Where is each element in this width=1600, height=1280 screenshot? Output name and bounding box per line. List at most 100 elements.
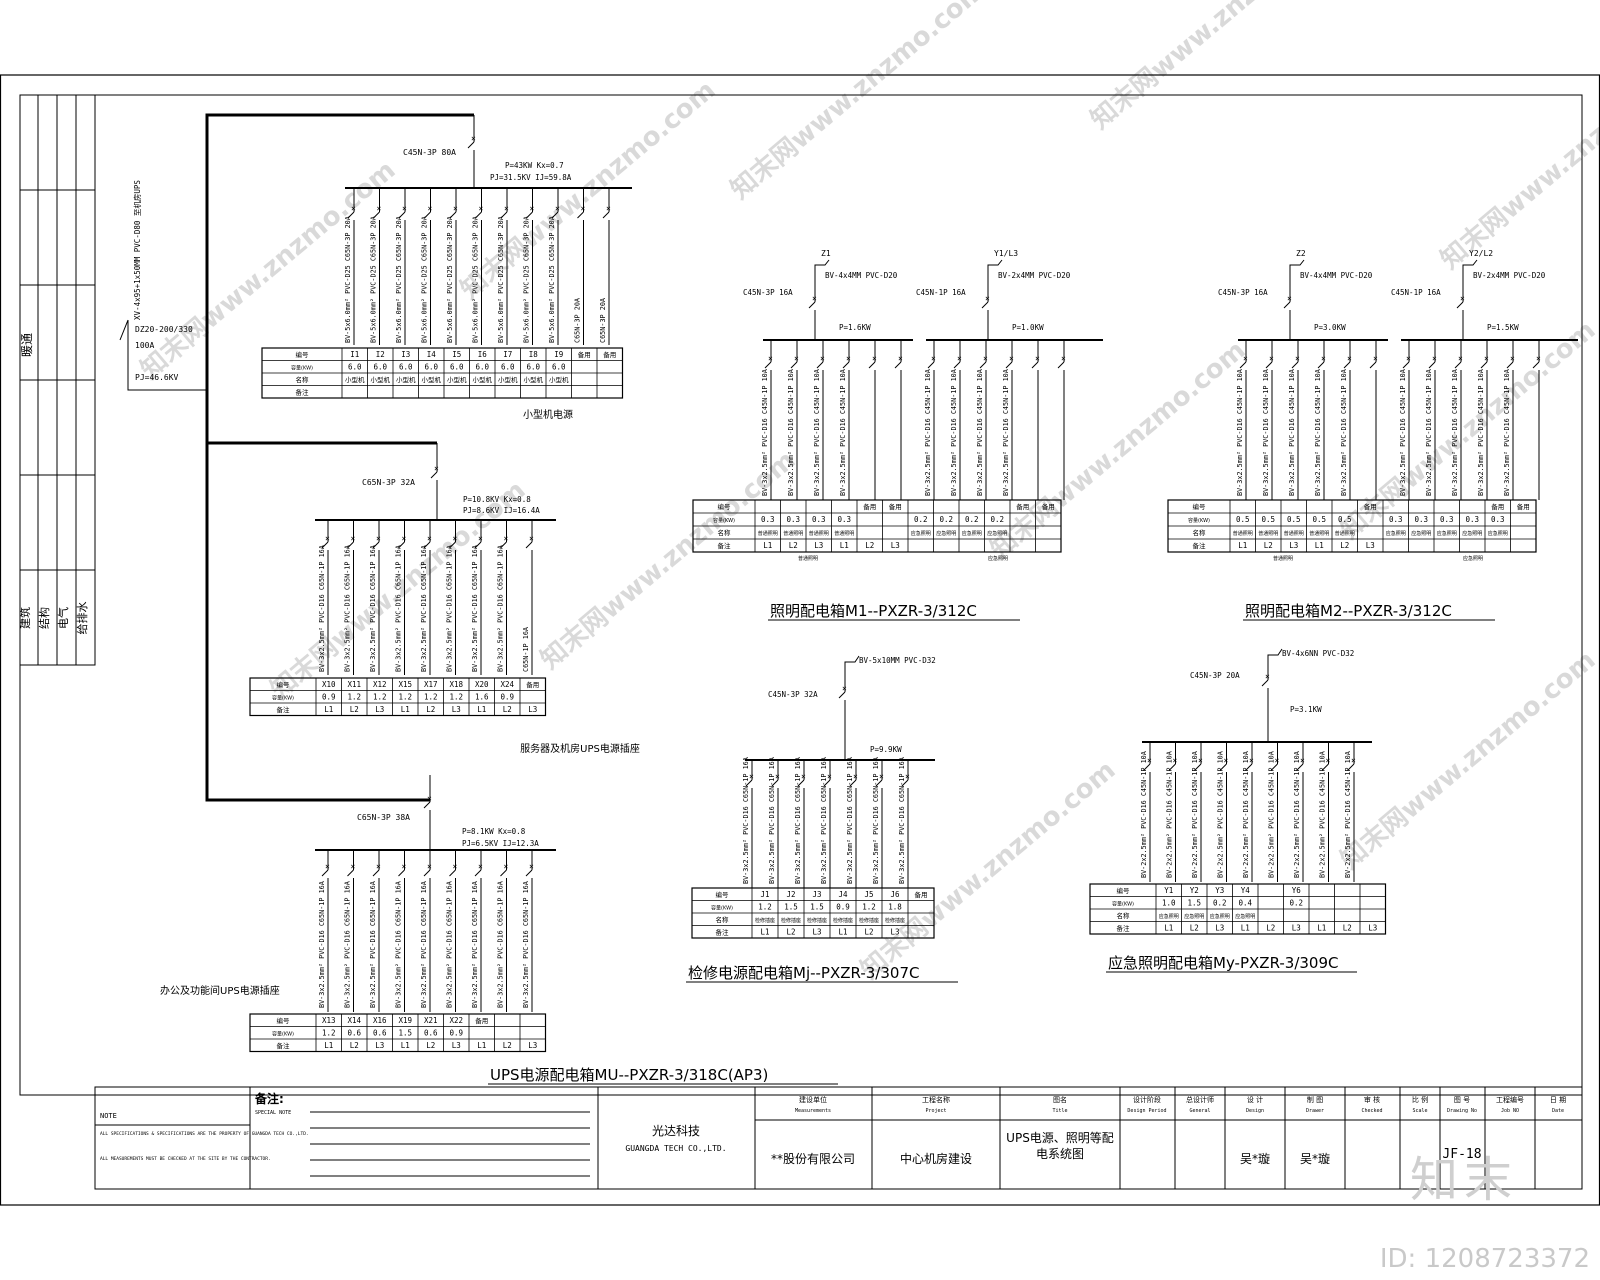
watermark: 知末网www.znzmo.com xyxy=(725,0,991,205)
svg-text:×: × xyxy=(1147,756,1152,765)
branch-cable: BV-5x6.0mm² PVC-D25 C65N-3P 20A xyxy=(497,216,505,343)
branch-cable: BV-3x2.5mm² PVC-D16 C45N-1P 10A xyxy=(1236,369,1244,496)
table-cell: 备用 xyxy=(1517,502,1530,511)
logo: 知末 xyxy=(1410,1152,1519,1208)
svg-text:×: × xyxy=(1265,672,1270,681)
table-cell: 1.8 xyxy=(888,902,902,911)
table-cell: Y1 xyxy=(1164,886,1173,895)
svg-text:×: × xyxy=(504,534,509,543)
main-breaker: C45N-3P 32A xyxy=(768,690,818,699)
remark-label: 备注: xyxy=(254,1091,284,1106)
tb-header: 审 核 xyxy=(1364,1095,1380,1104)
branch-cable: BV-3x2.5mm² PVC-D16 C45N-1P 10A xyxy=(1503,369,1511,496)
svg-text:×: × xyxy=(768,354,773,363)
table-cell: 0.3 xyxy=(1465,515,1479,524)
table-cell: 小型机 xyxy=(396,375,416,384)
branch-cable: BV-3x2.5mm² PVC-D16 C65N-1P 16A xyxy=(318,545,326,672)
svg-text:×: × xyxy=(1249,756,1254,765)
table-cell: X16 xyxy=(373,1016,387,1025)
table-cell: L3 xyxy=(1292,923,1301,932)
branch-cable: BV-3x2.5mm² PVC-D16 C65N-1P 16A xyxy=(395,881,403,1008)
table-cell: 0.9 xyxy=(836,902,850,911)
table-cell: I8 xyxy=(529,350,539,359)
table-cell: J6 xyxy=(890,890,900,899)
table-cell: 6.0 xyxy=(475,362,489,371)
table-cell: X19 xyxy=(398,1016,412,1025)
table-cell: 6.0 xyxy=(552,362,566,371)
table-cell: L2 xyxy=(1264,541,1273,550)
table-cell: 备注 xyxy=(716,927,730,936)
table-cell: 小型机 xyxy=(371,375,391,384)
branch-cable: BV-2x2.5mm² PVC-D16 C45N-1P 10A xyxy=(1217,751,1225,878)
branch-cable: BV-3x2.5mm² PVC-D16 C45N-1P 10A xyxy=(1340,369,1348,496)
table-cell: L1 xyxy=(401,1041,410,1050)
title-block-headers: 建设单位Measurements工程名称Project图名Title设计阶段De… xyxy=(795,1095,1566,1114)
svg-text:×: × xyxy=(325,534,330,543)
table-cell: 0.4 xyxy=(1238,898,1252,907)
table-cell: 普通照明 xyxy=(758,530,778,537)
table-cell: 容量(KW) xyxy=(272,1030,294,1037)
table-cell: J4 xyxy=(838,890,848,899)
table-cell: L3 xyxy=(1215,923,1224,932)
branch-cable: BV-3x2.5mm² PVC-D16 C65N-1P 16A xyxy=(395,545,403,672)
table-cell: 0.9 xyxy=(500,692,514,701)
svg-text:×: × xyxy=(478,862,483,871)
panel-pj: PJ=8.6KV IJ=16.4A xyxy=(463,506,540,515)
branch-cable: BV-3x2.5mm² PVC-D16 C65N-1P 16A xyxy=(522,881,530,1008)
table-cell: 备用 xyxy=(915,890,928,899)
branch-cable: BV-3x2.5mm² PVC-D16 C65N-1P 16A xyxy=(898,757,906,884)
table-cell: 应急照明 xyxy=(1235,913,1255,920)
svg-text:×: × xyxy=(1347,354,1352,363)
svg-text:×: × xyxy=(1243,354,1248,363)
table-cell: 0.5 xyxy=(1236,515,1250,524)
table-cell: 1.2 xyxy=(424,692,438,701)
table-cell: 1.2 xyxy=(347,692,361,701)
table-cell: L3 xyxy=(528,1041,537,1050)
table-cell: Y3 xyxy=(1215,886,1224,895)
table-cell: 1.2 xyxy=(862,902,876,911)
table-cell: 备注 xyxy=(1193,541,1207,550)
branch-cable: BV-3x2.5mm² PVC-D16 C65N-1P 16A xyxy=(344,881,352,1008)
note-label: NOTE xyxy=(100,1112,117,1120)
svg-text:×: × xyxy=(555,204,560,213)
svg-text:×: × xyxy=(504,204,509,213)
branch-cable: BV-3x2.5mm² PVC-D16 C65N-1P 16A xyxy=(471,545,479,672)
svg-text:×: × xyxy=(581,204,586,213)
svg-text:×: × xyxy=(402,534,407,543)
panel-title: 服务器及机房UPS电源插座 xyxy=(520,742,640,755)
svg-text:×: × xyxy=(376,862,381,871)
branch-cable: BV-3x2.5mm² PVC-D16 C65N-1P 16A xyxy=(820,757,828,884)
branch-cable: BV-3x2.5mm² PVC-D16 C65N-1P 16A xyxy=(742,757,750,884)
table-cell: L2 xyxy=(426,705,435,714)
table-cell: L1 xyxy=(1315,541,1324,550)
table-cell: 普通照明 xyxy=(809,530,829,537)
note-1: ALL SPECIFICATIONS & SPECIFICATIONS ARE … xyxy=(100,1131,309,1137)
designer: 吴*璇 xyxy=(1240,1151,1270,1166)
table-cell: 检修插座 xyxy=(781,917,801,924)
svg-text:×: × xyxy=(1300,756,1305,765)
table-cell: L3 xyxy=(812,927,821,936)
tb-header-en: Project xyxy=(925,1108,946,1114)
table-cell: L2 xyxy=(865,541,874,550)
table-cell: L3 xyxy=(375,705,384,714)
branch-cable: C65N-3P 20A xyxy=(574,298,582,343)
svg-text:×: × xyxy=(842,684,847,693)
table-cell: 应急照明 xyxy=(1462,530,1482,537)
table-cell: L1 xyxy=(1164,923,1173,932)
panel-my: BV-4x6NN PVC-D32×C45N-3P 20AP=3.1KW×BV-2… xyxy=(1089,648,1387,973)
branch-cable: BV-2x2.5mm² PVC-D16 C45N-1P 10A xyxy=(1242,751,1250,878)
branch-cable: BV-3x2.5mm² PVC-D16 C45N-1P 10A xyxy=(950,369,958,496)
watermark: 知末网www.znzmo.com xyxy=(1085,0,1351,135)
table-cell: X21 xyxy=(424,1016,438,1025)
table-cell: 小型机 xyxy=(422,375,442,384)
tb-header-en: Date xyxy=(1552,1108,1564,1114)
drawer: 吴*璇 xyxy=(1300,1151,1330,1166)
table-cell: 普通照明 xyxy=(1233,530,1253,537)
table-cell: X24 xyxy=(500,680,514,689)
table-cell: 备注 xyxy=(296,387,310,396)
table-cell: 检修插座 xyxy=(807,917,827,924)
svg-text:×: × xyxy=(427,534,432,543)
svg-text:×: × xyxy=(983,354,988,363)
sub-right: 应急照明 xyxy=(988,555,1008,562)
